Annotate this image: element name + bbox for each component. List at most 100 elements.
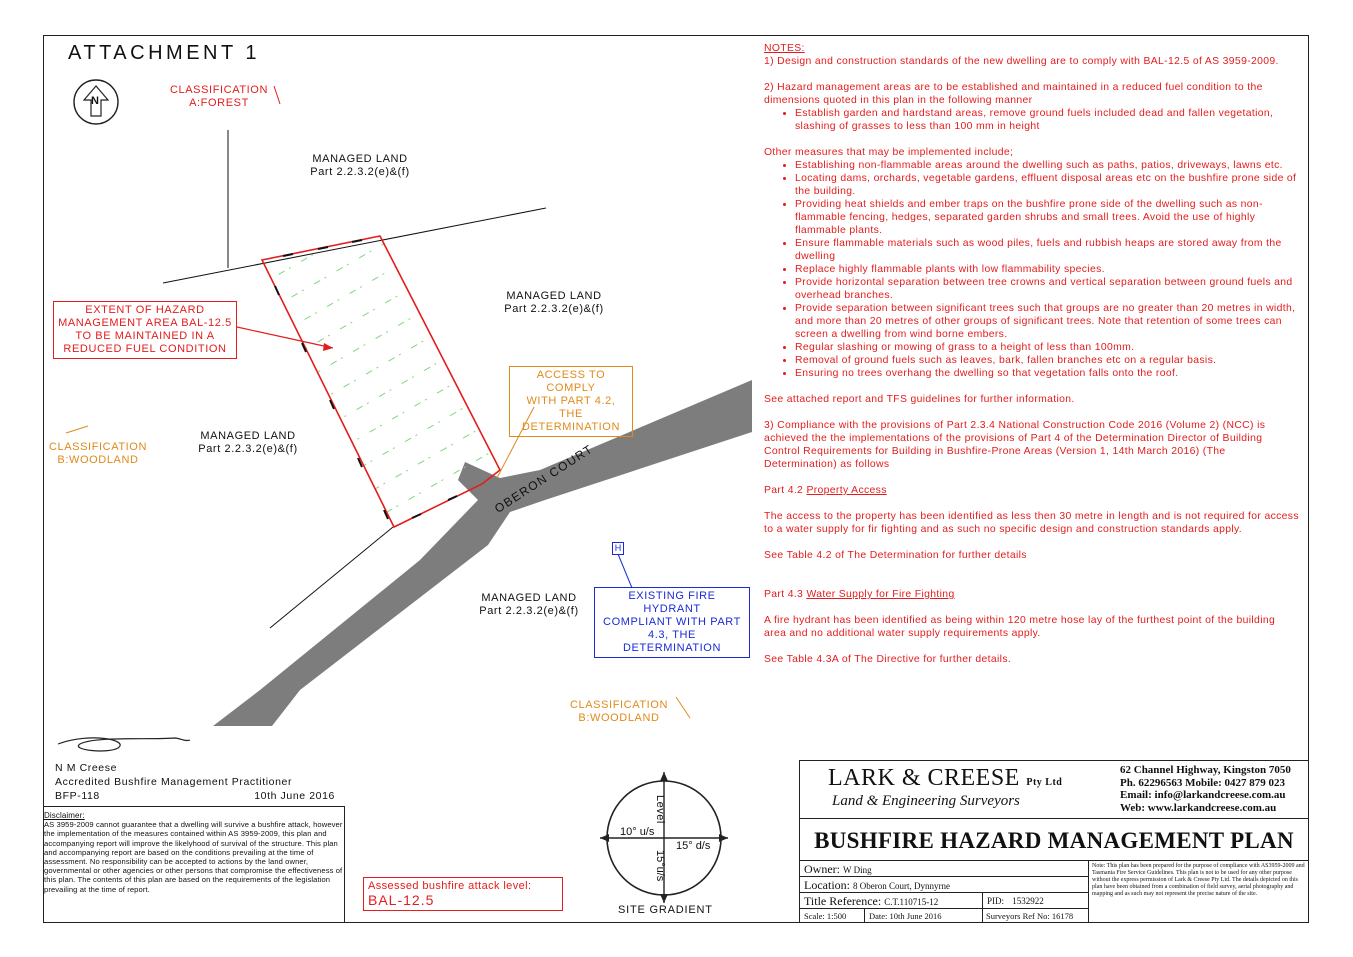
notes-panel: NOTES: 1) Design and construction standa… xyxy=(764,42,1300,679)
list-item: Provide separation between significant t… xyxy=(795,302,1300,341)
location-value: 8 Oberon Court, Dynnyrne xyxy=(852,881,950,891)
practitioner-title: Accredited Bushfire Management Practitio… xyxy=(55,776,293,788)
date-value: 10th June 2016 xyxy=(889,911,942,921)
other-measures-intro: Other measures that may be implemented i… xyxy=(764,147,1014,158)
road-oberon-court xyxy=(213,380,752,726)
gradient-caption: SITE GRADIENT xyxy=(618,904,713,916)
part-4-2-heading: Part 4.2 Property Access xyxy=(764,485,887,496)
practitioner-name: N M Creese xyxy=(55,762,118,774)
owner-cell: Owner: W Ding xyxy=(799,860,1089,877)
title-block: LARK & CREESE Pty Ltd Land & Engineering… xyxy=(799,760,1309,923)
signature-block: N M Creese Accredited Bushfire Managemen… xyxy=(55,761,345,803)
disclaimer-divider-right xyxy=(344,806,345,923)
hazard-boundary-black-dashes xyxy=(274,239,458,520)
managed-land-label: MANAGED LAND Part 2.2.3.2(e)&(f) xyxy=(504,290,604,315)
class-left-arrow xyxy=(65,425,89,434)
note-2-list: Establish garden and hardstand areas, re… xyxy=(764,107,1300,133)
pid-cell: PID: 1532922 xyxy=(982,892,1089,909)
part-4-2-see: See Table 4.2 of The Determination for f… xyxy=(764,550,1027,561)
pid-value: 1532922 xyxy=(1012,896,1044,906)
practitioner-id: BFP-118 xyxy=(55,790,100,802)
hazard-area-callout: EXTENT OF HAZARD MANAGEMENT AREA BAL-12.… xyxy=(53,301,237,359)
gradient-downslope-label: 15° d/s xyxy=(676,840,711,852)
managed-land-label: MANAGED LAND Part 2.2.3.2(e)&(f) xyxy=(198,430,298,455)
bal-label: Assessed bushfire attack level: xyxy=(368,880,532,892)
boundary-line xyxy=(269,526,394,629)
signature-scribble xyxy=(57,737,191,752)
scale-value: 1:500 xyxy=(826,911,847,921)
class-top-arrow xyxy=(273,85,281,105)
scale-cell: Scale: 1:500 xyxy=(799,908,865,923)
gradient-upslope2-label: 15°u/s xyxy=(654,850,666,882)
surveyors-ref-value: 16178 xyxy=(1051,911,1074,921)
note-2: 2) Hazard management areas are to be est… xyxy=(764,82,1263,106)
north-label: N xyxy=(91,95,99,107)
drawing-frame xyxy=(43,35,1309,923)
list-item: Replace highly flammable plants with low… xyxy=(795,263,1300,276)
gradient-arrow-right xyxy=(719,834,728,842)
access-callout: ACCESS TO COMPLY WITH PART 4.2, THE DETE… xyxy=(509,366,633,437)
company-suffix: Pty Ltd xyxy=(1026,777,1063,788)
location-cell: Location: 8 Oberon Court, Dynnyrne xyxy=(799,876,1089,893)
notes-heading: NOTES: xyxy=(764,43,805,54)
gradient-arrow-left xyxy=(600,834,609,842)
plan-title: BUSHFIRE HAZARD MANAGEMENT PLAN xyxy=(814,828,1294,853)
hydrant-callout: EXISTING FIRE HYDRANT COMPLIANT WITH PAR… xyxy=(594,587,750,658)
signature-divider xyxy=(43,806,345,807)
list-item: Ensuring no trees overhang the dwelling … xyxy=(795,367,1300,380)
north-arrow-icon xyxy=(82,85,110,117)
gradient-arrow-up xyxy=(660,772,668,781)
classification-left: CLASSIFICATION B:WOODLAND xyxy=(48,441,148,466)
see-attached: See attached report and TFS guidelines f… xyxy=(764,394,1075,405)
note-1: 1) Design and construction standards of … xyxy=(764,56,1279,67)
company-phone: Ph. 62296563 Mobile: 0427 879 023 xyxy=(1120,776,1285,789)
company-subtitle: Land & Engineering Surveyors xyxy=(832,793,1020,809)
owner-value: W Ding xyxy=(843,865,872,875)
part-4-2-text: The access to the property has been iden… xyxy=(764,511,1299,535)
gradient-arrow-down xyxy=(660,894,668,903)
hazard-leader xyxy=(236,326,334,349)
date-cell: Date: 10th June 2016 xyxy=(864,908,983,923)
surveyors-ref-cell: Surveyors Ref No: 16178 xyxy=(982,908,1089,923)
company-web: Web: www.larkandcreese.com.au xyxy=(1120,801,1277,814)
list-item: Providing heat shields and ember traps o… xyxy=(795,198,1300,237)
disclaimer-text: AS 3959-2009 cannot guarantee that a dwe… xyxy=(44,820,343,894)
titleblock-note: Note: This plan has been prepared for th… xyxy=(1092,863,1305,897)
bal-box: Assessed bushfire attack level: BAL-12.5 xyxy=(363,877,563,911)
other-measures-list: Establishing non-flammable areas around … xyxy=(764,159,1300,380)
gradient-upslope-label: 10° u/s xyxy=(620,826,655,838)
hydrant-symbol: H xyxy=(612,542,624,555)
company-name: LARK & CREESE xyxy=(828,765,1020,791)
hydrant-leader xyxy=(617,553,633,589)
gradient-level-label: Level xyxy=(654,795,666,824)
hazard-management-area xyxy=(260,235,502,529)
hazard-leader-arrowhead xyxy=(323,343,333,351)
signature-date: 10th June 2016 xyxy=(254,790,335,802)
part-4-3-heading: Part 4.3 Water Supply for Fire Fighting xyxy=(764,589,955,600)
company-email: Email: info@larkandcreese.com.au xyxy=(1120,789,1286,801)
note-3: 3) Compliance with the provisions of Par… xyxy=(764,420,1266,470)
list-item: Ensure flammable materials such as wood … xyxy=(795,237,1300,263)
classification-bottom: CLASSIFICATION B:WOODLAND xyxy=(569,699,669,724)
disclaimer-title: Disclaimer: xyxy=(44,811,85,820)
plan-title-cell: BUSHFIRE HAZARD MANAGEMENT PLAN xyxy=(799,818,1309,861)
managed-land-label: MANAGED LAND Part 2.2.3.2(e)&(f) xyxy=(310,153,410,178)
attachment-title: ATTACHMENT 1 xyxy=(68,42,261,64)
list-item: Locating dams, orchards, vegetable garde… xyxy=(795,172,1300,198)
list-item: Provide horizontal separation between tr… xyxy=(795,276,1300,302)
title-ref-cell: Title Reference: C.T.110715-12 xyxy=(799,892,983,909)
company-cell: LARK & CREESE Pty Ltd Land & Engineering… xyxy=(799,760,1309,819)
title-ref-value: C.T.110715-12 xyxy=(884,897,939,907)
company-address: 62 Channel Highway, Kingston 7050 xyxy=(1120,764,1291,776)
list-item: Establishing non-flammable areas around … xyxy=(795,159,1300,172)
part-4-3-text: A fire hydrant has been identified as be… xyxy=(764,615,1276,639)
part-4-3-see: See Table 4.3A of The Directive for furt… xyxy=(764,654,1012,665)
list-item: Regular slashing or mowing of grass to a… xyxy=(795,341,1300,354)
bal-value: BAL-12.5 xyxy=(368,892,435,908)
north-symbol-circle xyxy=(73,79,119,125)
managed-land-label: MANAGED LAND Part 2.2.3.2(e)&(f) xyxy=(479,592,579,617)
disclaimer: Disclaimer: AS 3959-2009 cannot guarante… xyxy=(44,811,344,894)
classification-top: CLASSIFICATION A:FOREST xyxy=(169,84,269,109)
access-leader xyxy=(496,406,535,479)
